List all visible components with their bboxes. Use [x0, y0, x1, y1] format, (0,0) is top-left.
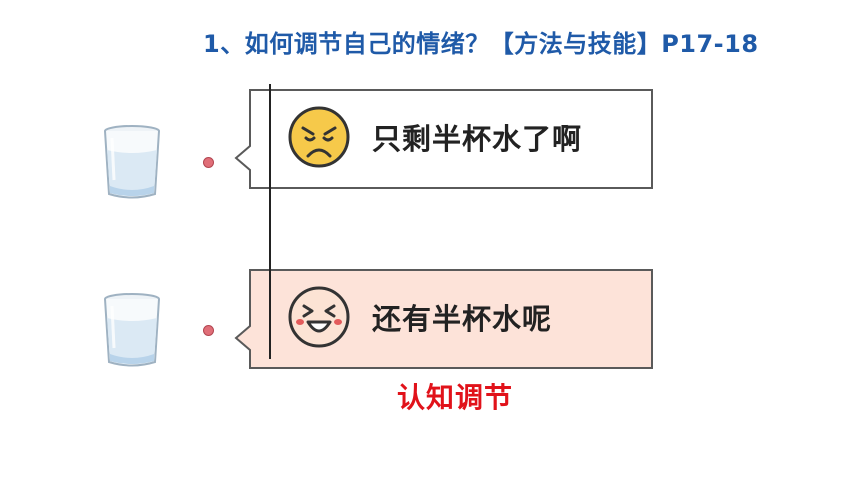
- half-glass-water-icon: [104, 293, 160, 367]
- thought-bubble-2: 还有半杯水呢: [234, 268, 654, 370]
- slide-title: 1、如何调节自己的情绪？【方法与技能】P17-18: [203, 30, 759, 58]
- bubble-text-1: 只剩半杯水了啊: [372, 122, 583, 156]
- connector-dot: [203, 157, 214, 168]
- divider-line: [269, 84, 271, 359]
- bubble-text-2: 还有半杯水呢: [372, 302, 553, 336]
- caption-cognitive-regulation: 认知调节: [397, 381, 514, 414]
- sad-face-icon: [288, 106, 350, 168]
- thought-bubble-1: 只剩半杯水了啊: [234, 88, 654, 190]
- half-glass-water-icon: [104, 125, 160, 199]
- connector-dot: [203, 325, 214, 336]
- laughing-face-icon: [288, 286, 350, 348]
